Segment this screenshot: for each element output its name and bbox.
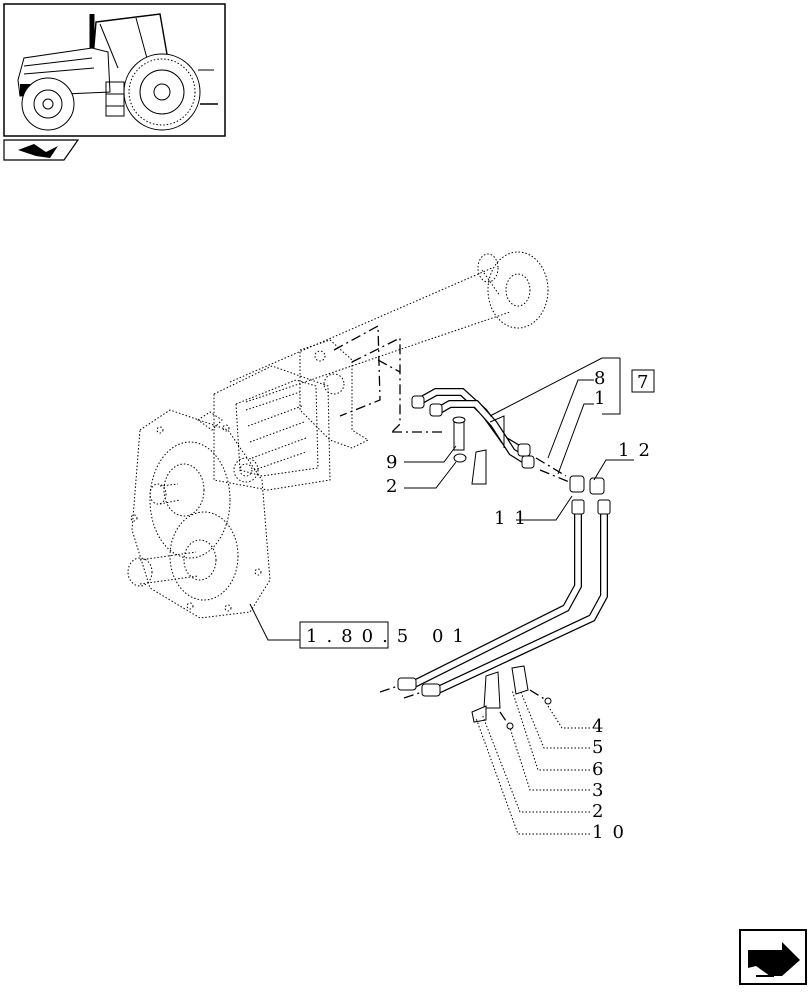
- reference-link[interactable]: 1.80.5 01: [306, 626, 473, 647]
- callout-10: 10: [592, 822, 633, 843]
- callout-2-lower: 2: [592, 801, 605, 822]
- callout-1: 1: [594, 388, 607, 409]
- callout-5: 5: [592, 737, 605, 758]
- leader-lines: [249, 357, 634, 835]
- next-page-arrow-icon[interactable]: [739, 929, 807, 985]
- callout-6: 6: [592, 759, 605, 780]
- callout-7[interactable]: 7: [637, 372, 650, 393]
- bolt-icon: [452, 416, 467, 463]
- callout-7-box: [631, 369, 655, 393]
- callout-8: 8: [594, 368, 607, 389]
- gearbox-assembly: [127, 251, 549, 619]
- callout-12: 12: [618, 440, 659, 461]
- fitting-icon: [411, 395, 535, 469]
- clamp-icon: [471, 665, 552, 730]
- fitting-icon: [397, 475, 611, 697]
- callout-4: 4: [592, 716, 605, 737]
- callout-3: 3: [592, 780, 605, 801]
- hydraulic-pipes: [379, 388, 611, 699]
- callout-9: 9: [386, 452, 399, 473]
- tractor-thumbnail-icon[interactable]: [3, 3, 226, 137]
- callout-2-upper: 2: [386, 476, 399, 497]
- callout-11: 11: [494, 508, 535, 529]
- reference-box: [299, 621, 389, 649]
- page-back-icon[interactable]: [3, 139, 80, 161]
